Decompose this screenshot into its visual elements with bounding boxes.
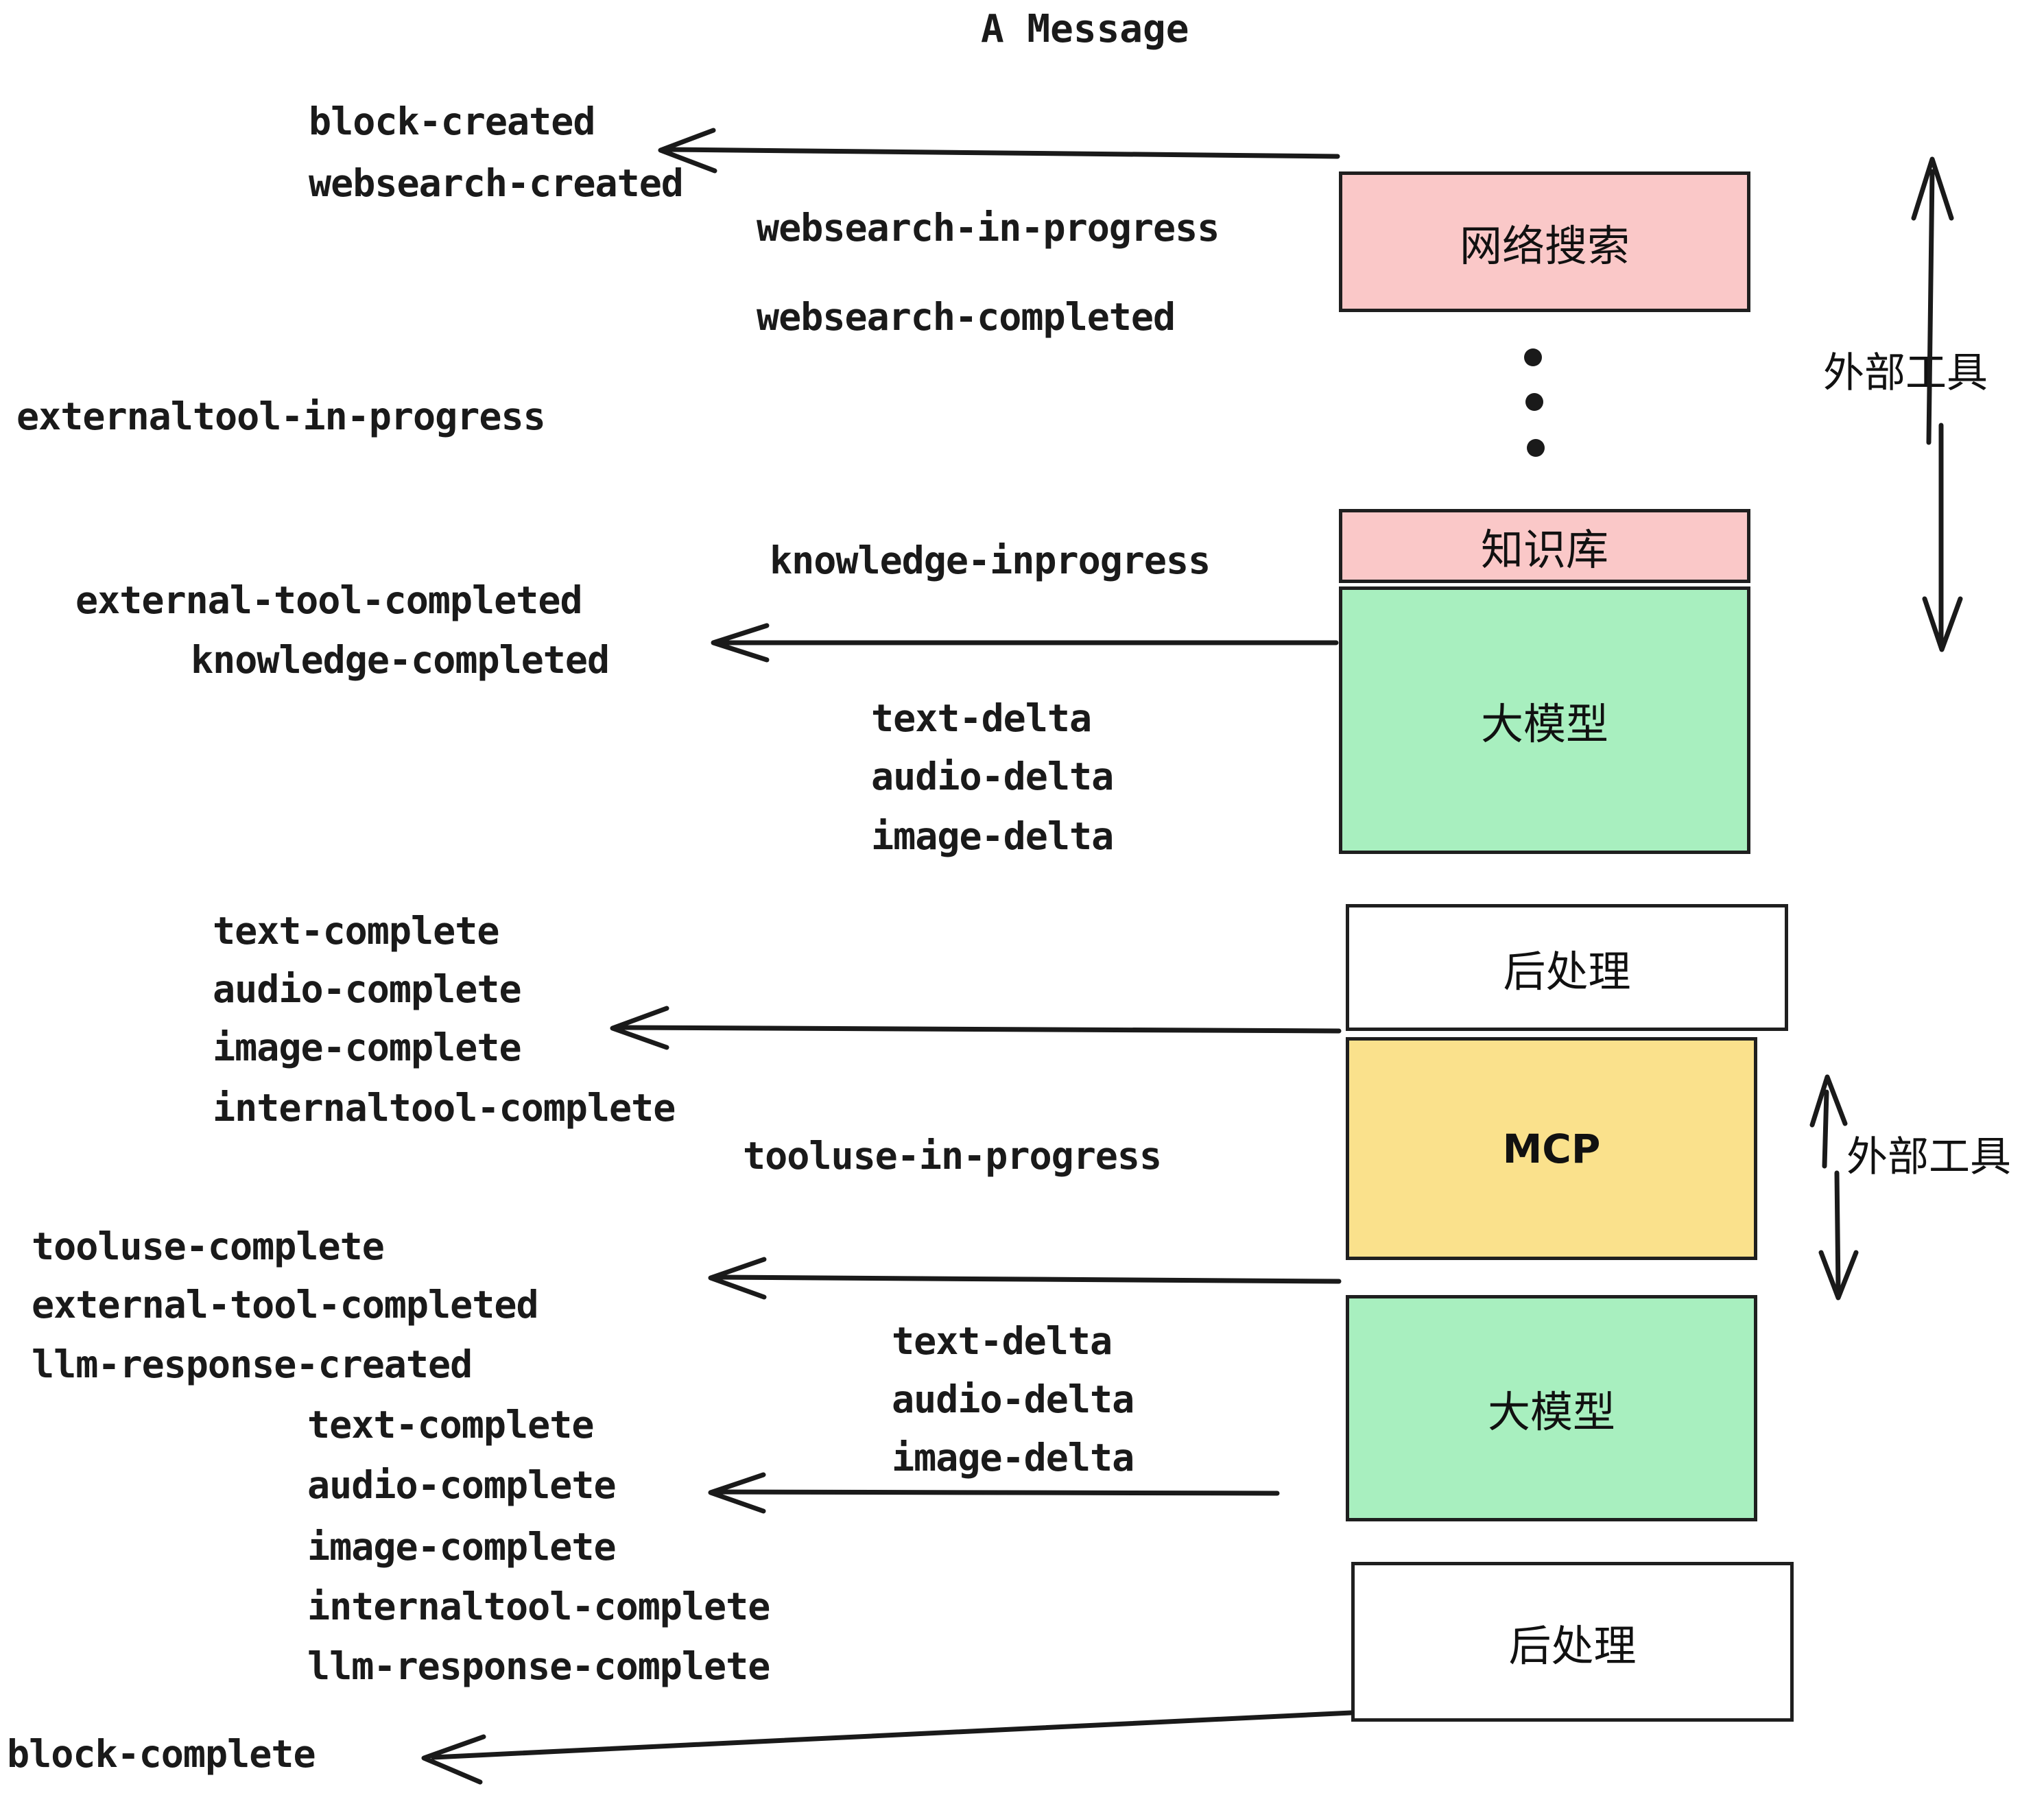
event-tooluse-complete: tooluse-complete (32, 1224, 385, 1268)
event-text-delta-1: text-delta (871, 696, 1092, 740)
event-audio-delta-2: audio-delta (892, 1377, 1134, 1421)
event-internaltool-complete-2: internaltool-complete (307, 1585, 770, 1628)
event-external-tool-completed-2: external-tool-completed (32, 1283, 539, 1327)
event-block-complete: block-complete (7, 1732, 316, 1776)
event-image-delta-2: image-delta (892, 1436, 1134, 1480)
event-text-delta-2: text-delta (892, 1319, 1113, 1363)
event-text-complete-2: text-complete (307, 1403, 594, 1447)
ellipsis-dot-1 (1524, 348, 1542, 366)
node-postproc-2-label: 后处理 (1508, 1620, 1637, 1671)
node-llm-2-label: 大模型 (1487, 1387, 1615, 1437)
arrow-mcp-to-tooluse-complete (708, 1257, 1342, 1300)
arrow-llm2-to-audio-complete (708, 1472, 1280, 1514)
event-internaltool-complete-1: internaltool-complete (213, 1086, 676, 1130)
event-audio-complete-2: audio-complete (307, 1463, 617, 1507)
arrow-postproc-to-image-complete (610, 1006, 1342, 1050)
event-llm-response-complete: llm-response-complete (307, 1644, 770, 1688)
arrow-external-tools-top (1911, 156, 1963, 652)
arrow-websearch-to-events (658, 128, 1340, 174)
node-websearch-label: 网络搜索 (1459, 220, 1630, 271)
side-label-external-tools-top: 外部工具 (1823, 349, 1988, 397)
node-websearch[interactable]: 网络搜索 (1339, 171, 1750, 312)
event-audio-complete-1: audio-complete (213, 967, 522, 1011)
event-tooluse-in-progress: tooluse-in-progress (743, 1134, 1162, 1178)
arrow-external-tools-bottom (1809, 1074, 1859, 1301)
node-postproc-1[interactable]: 后处理 (1346, 904, 1788, 1031)
event-knowledge-completed: knowledge-completed (191, 638, 610, 682)
node-llm-1[interactable]: 大模型 (1339, 586, 1750, 854)
side-label-external-tools-bottom: 外部工具 (1846, 1133, 2011, 1181)
ellipsis-dot-3 (1527, 439, 1545, 457)
node-llm-1-label: 大模型 (1480, 699, 1608, 749)
node-mcp[interactable]: MCP (1346, 1037, 1757, 1260)
event-image-complete-1: image-complete (213, 1025, 522, 1069)
arrow-knowledge-to-events (711, 623, 1339, 663)
event-text-complete-1: text-complete (213, 909, 499, 953)
node-mcp-label: MCP (1502, 1125, 1601, 1172)
event-websearch-created: websearch-created (309, 161, 684, 205)
arrow-postproc2-to-block-complete (421, 1710, 1354, 1785)
event-websearch-in-progress: websearch-in-progress (757, 206, 1220, 250)
node-knowledge-label: 知识库 (1480, 525, 1608, 575)
node-postproc-2[interactable]: 后处理 (1351, 1562, 1794, 1722)
event-image-delta-1: image-delta (871, 814, 1114, 858)
event-websearch-completed: websearch-completed (757, 295, 1176, 339)
node-llm-2[interactable]: 大模型 (1346, 1295, 1757, 1521)
event-knowledge-inprogress: knowledge-inprogress (770, 538, 1211, 582)
event-block-created: block-created (309, 99, 595, 143)
event-externaltool-in-progress: externaltool-in-progress (16, 394, 546, 438)
event-llm-response-created: llm-response-created (32, 1342, 473, 1386)
event-image-complete-2: image-complete (307, 1525, 617, 1569)
event-external-tool-completed-1: external-tool-completed (75, 578, 583, 622)
event-audio-delta-1: audio-delta (871, 755, 1114, 798)
node-postproc-1-label: 后处理 (1503, 946, 1631, 997)
diagram-title: A Message (981, 7, 1189, 51)
ellipsis-dot-2 (1525, 393, 1543, 411)
node-knowledge[interactable]: 知识库 (1339, 509, 1750, 583)
